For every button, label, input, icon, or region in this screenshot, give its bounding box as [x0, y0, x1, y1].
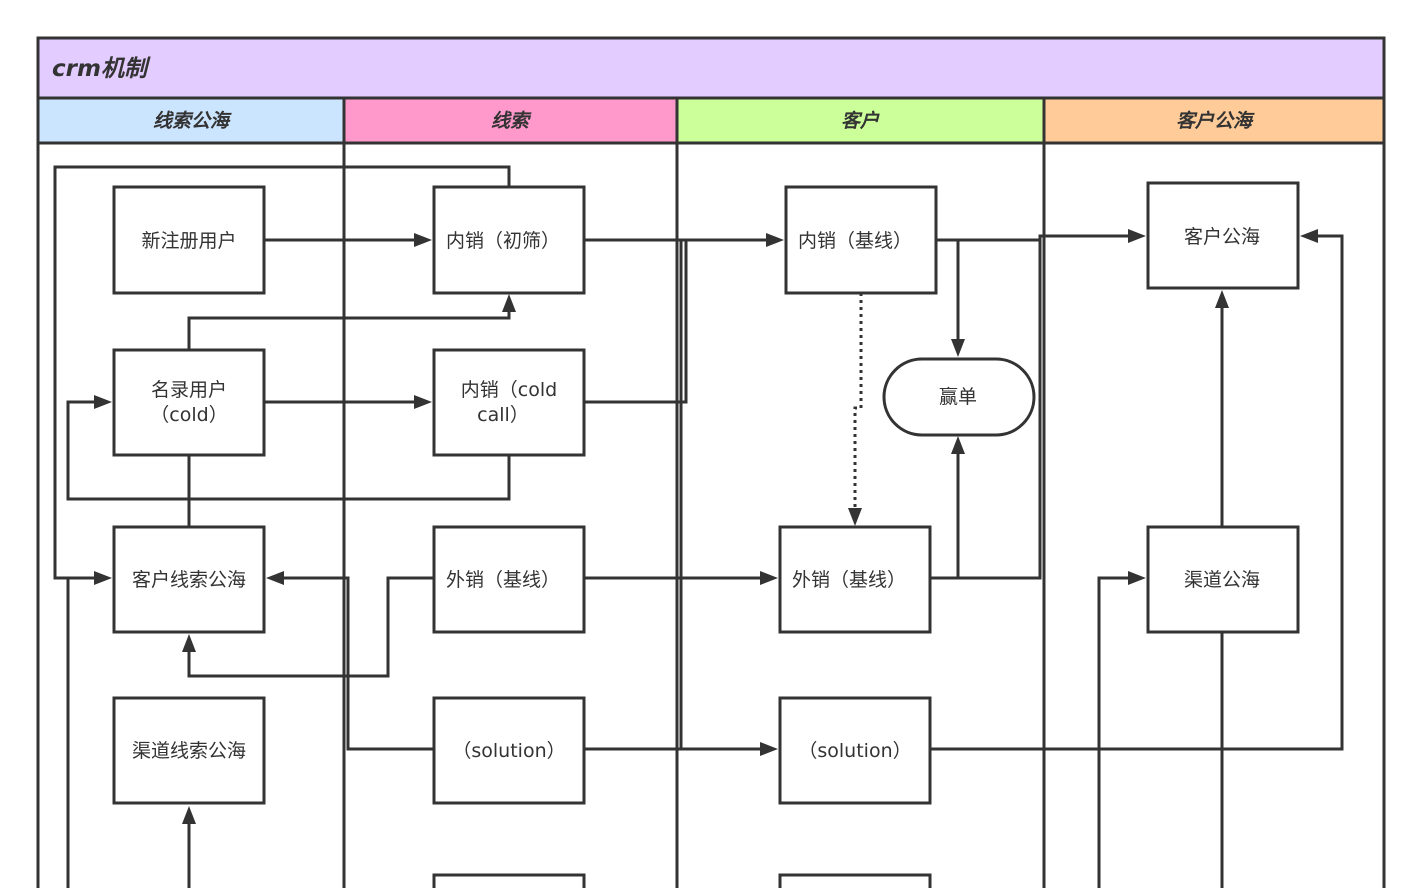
node-customer-pool: [1146, 181, 1300, 290]
node-channel-lead-pool: [112, 696, 266, 805]
node-lead-bottom-partial: [432, 873, 586, 888]
node-customer-bottom-partial: [778, 873, 932, 888]
node-win: [882, 357, 1036, 437]
edge-inner-baseline-to-win: [937, 238, 960, 341]
node-inner-initial: [432, 185, 586, 295]
edges: [53, 165, 1344, 888]
arrow-head: [1128, 229, 1146, 243]
arrow-head: [760, 571, 778, 585]
lane-title-lead: 线索: [491, 110, 532, 132]
node-customer-lead-pool-label: 客户线索公海: [132, 569, 246, 591]
arrow-head: [848, 508, 862, 526]
node-solution-customer-label: （solution）: [798, 740, 911, 762]
arrow-head: [266, 571, 284, 585]
node-inner-initial-label: 内销（初筛）: [446, 230, 560, 252]
arrow-head: [182, 806, 196, 824]
node-channel-pool-label: 渠道公海: [1184, 569, 1260, 591]
arrow-head: [502, 294, 516, 312]
arrow-head: [182, 634, 196, 652]
node-list-user: [112, 348, 266, 457]
lane-header-lead-pool: [36, 96, 346, 145]
node-outer-baseline-lead: [432, 525, 586, 634]
node-channel-pool: [1146, 525, 1300, 634]
arrow-head: [414, 395, 432, 409]
node-outer-baseline-lead-label: 外销（基线）: [446, 569, 560, 591]
arrow-head: [414, 233, 432, 247]
edge-cold-call-back-to-list-user: [66, 400, 511, 501]
node-customer-pool-label: 客户公海: [1184, 226, 1260, 248]
arrow-head: [760, 742, 778, 756]
lane-title-customer-pool: 客户公海: [1176, 110, 1255, 132]
pool-header: [36, 36, 1386, 100]
arrow-head: [94, 395, 112, 409]
edge-inner-baseline-to-customer-pool: [937, 234, 1130, 242]
node-solution-customer: [778, 696, 932, 805]
edge-list-user-to-inner-initial: [187, 310, 511, 349]
node-inner-cold-call-label-line1: 内销（cold: [461, 379, 557, 401]
node-new-user: [112, 185, 266, 295]
node-solution-lead-label: （solution）: [452, 740, 565, 762]
edge-outer-baseline-to-win: [931, 452, 960, 580]
lane-header-customer-pool: [1042, 96, 1386, 145]
arrow-head: [94, 571, 112, 585]
lane-title-customer: 客户: [841, 110, 880, 132]
node-inner-baseline-label: 内销（基线）: [798, 230, 912, 252]
node-inner-baseline: [784, 185, 938, 295]
arrow-head: [951, 436, 965, 454]
arrow-head: [951, 339, 965, 357]
edge-into-channel-pool: [1097, 576, 1130, 888]
edge-solution-customer-to-customer-pool: [931, 234, 1344, 751]
node-outer-baseline-customer: [778, 525, 932, 634]
node-solution-lead: [432, 696, 586, 805]
node-inner-cold-call: [432, 348, 586, 457]
edge-cold-call-to-inner-baseline: [585, 240, 688, 404]
lane-header-customer: [675, 96, 1046, 145]
node-customer-lead-pool: [112, 525, 266, 634]
edge-solution-to-customer-lead-pool: [282, 576, 433, 751]
node-outer-baseline-customer-label: 外销（基线）: [792, 569, 906, 591]
arrow-head: [766, 233, 784, 247]
node-list-user-label-line1: 名录用户: [151, 379, 227, 401]
edge-outer-baseline-to-customer-pool: [958, 236, 1042, 580]
node-channel-lead-pool-label: 渠道线索公海: [132, 740, 246, 762]
node-win-label: 赢单: [939, 386, 977, 408]
edge-inner-baseline-to-outer-baseline: [853, 293, 863, 510]
lane-title-lead-pool: 线索公海: [153, 110, 232, 132]
edge-outer-lead-to-customer-lead-pool: [187, 576, 433, 678]
arrow-head: [1215, 290, 1229, 308]
arrow-head: [1300, 229, 1318, 243]
lane-borders: [36, 143, 1386, 888]
node-list-user-label-line2: （cold）: [150, 404, 227, 426]
arrow-head: [1128, 571, 1146, 585]
node-new-user-label: 新注册用户: [141, 230, 236, 252]
nodes: 新注册用户 内销（初筛） 内销（基线） 客户公海 名录用户 （cold） 内销（…: [112, 181, 1300, 888]
pool-title: crm机制: [52, 56, 151, 82]
lane-header-lead: [342, 96, 679, 145]
node-inner-cold-call-label-line2: call）: [477, 404, 529, 426]
